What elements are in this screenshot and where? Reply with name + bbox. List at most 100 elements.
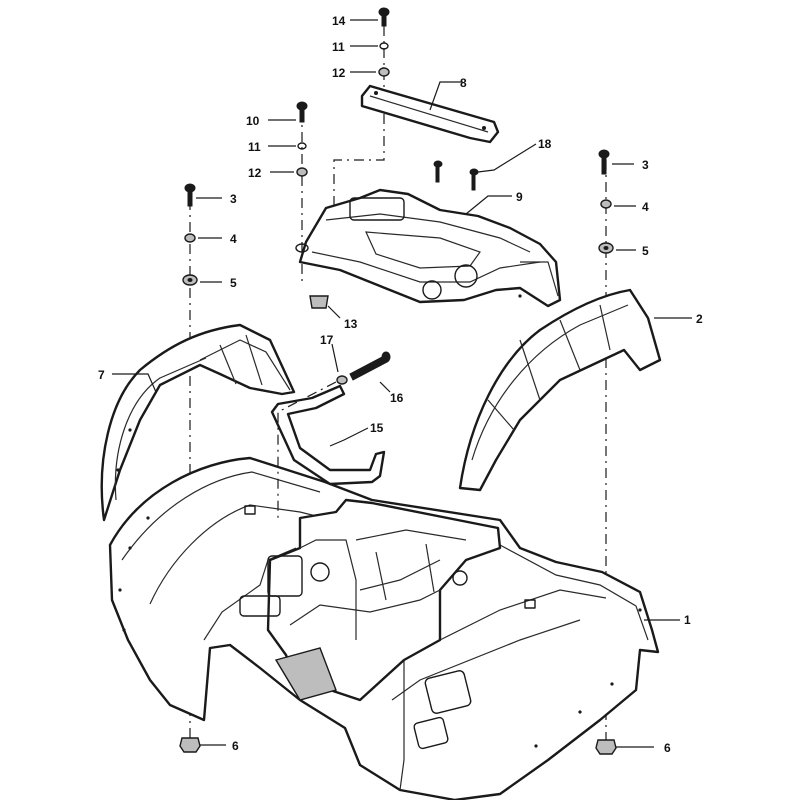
lock-washer-rack xyxy=(297,142,307,150)
fender-rivet xyxy=(578,710,582,714)
callout-3-right: 3 xyxy=(642,158,649,172)
callout-6-left: 6 xyxy=(232,739,239,753)
callout-7: 7 xyxy=(98,368,105,382)
bracket-hole xyxy=(374,91,378,95)
washer-strap xyxy=(336,375,348,385)
nut-left xyxy=(179,737,201,753)
callout-4-left: 4 xyxy=(230,232,237,246)
tray-front-lip xyxy=(311,251,541,283)
flat-washer-rack xyxy=(296,167,308,177)
fender-light-recess-lower xyxy=(413,716,449,750)
washer-hole-right xyxy=(603,246,609,250)
leader-18 xyxy=(477,143,537,173)
callout-18: 18 xyxy=(538,137,552,151)
fender-right-badge xyxy=(524,599,536,609)
fender-rivet xyxy=(122,628,126,632)
left-flap-rib-2 xyxy=(245,334,263,386)
well-inner-rib-1 xyxy=(355,529,467,541)
well-inner-rib-4 xyxy=(425,543,435,593)
fender-rivet xyxy=(534,744,538,748)
fender-left-bumper xyxy=(239,595,281,617)
flat-washer-top xyxy=(378,67,390,77)
well-inner-front xyxy=(289,589,441,626)
fender-rivet xyxy=(128,546,132,550)
lock-washer-top xyxy=(379,42,389,50)
callout-2: 2 xyxy=(696,312,703,326)
tray-handle-pad xyxy=(349,197,405,221)
lock-washer-right xyxy=(600,199,612,209)
fender-left-vent xyxy=(267,555,303,597)
callout-8: 8 xyxy=(460,76,467,90)
fender-left-wing-edge xyxy=(121,471,321,561)
callout-12-top: 12 xyxy=(332,66,346,80)
right-flap-rib-2 xyxy=(559,319,581,371)
right-flap-body xyxy=(458,288,662,492)
flap-rivet xyxy=(128,428,132,432)
fender-right-wing-edge xyxy=(499,544,649,641)
leader-7 xyxy=(112,373,157,393)
callout-15: 15 xyxy=(370,421,384,435)
bolt-strap xyxy=(349,351,391,381)
callout-9: 9 xyxy=(516,190,523,204)
fender-left-inner-edge xyxy=(149,504,341,605)
nut-right xyxy=(595,739,617,755)
left-flap-inner xyxy=(199,339,291,391)
fender-light-recess-upper xyxy=(424,670,472,714)
right-flap-edge xyxy=(471,304,629,461)
callout-14: 14 xyxy=(332,14,346,28)
right-flap-rib-3 xyxy=(599,304,611,351)
callout-11-rack: 11 xyxy=(248,140,261,154)
well-fill-cap xyxy=(310,562,330,582)
leader-16 xyxy=(379,381,391,393)
grommet-nut xyxy=(309,295,329,309)
fender-rivet xyxy=(118,588,122,592)
fender-left-badge xyxy=(244,505,256,515)
tray-cup-right xyxy=(454,264,478,288)
bracket-hole xyxy=(482,126,486,130)
left-flap-edge xyxy=(114,357,207,501)
tray-rivet xyxy=(518,294,522,298)
leader-9 xyxy=(465,195,512,215)
bolt-small-left xyxy=(433,160,443,183)
callout-1: 1 xyxy=(684,613,691,627)
rear-fender-main xyxy=(108,456,660,800)
callout-6-right: 6 xyxy=(664,741,671,755)
well-inner-rib-3 xyxy=(375,551,387,601)
callout-12-rack: 12 xyxy=(248,166,262,180)
fender-rivet xyxy=(610,682,614,686)
well-inner-rib-2 xyxy=(359,559,441,591)
fender-rivet xyxy=(146,516,150,520)
bolt-rack xyxy=(296,101,308,123)
tray-hole xyxy=(295,243,309,253)
tray-cup-left xyxy=(422,280,442,300)
callout-5-left: 5 xyxy=(230,276,237,290)
bolt-left xyxy=(184,183,196,207)
bolt-small-right xyxy=(469,168,479,191)
fender-right-lower-edge xyxy=(391,619,581,701)
callout-10: 10 xyxy=(246,114,260,128)
storage-tray xyxy=(298,188,562,308)
storage-tray-body xyxy=(298,188,562,308)
callout-3-left: 3 xyxy=(230,192,237,206)
callout-17: 17 xyxy=(320,333,334,347)
callout-4-right: 4 xyxy=(642,200,649,214)
tray-top-face xyxy=(325,213,531,253)
left-flap-rib-1 xyxy=(219,344,237,385)
fender-storage-well xyxy=(266,498,502,702)
bracket-bar-edge xyxy=(369,95,489,133)
washer-hole-left xyxy=(187,278,193,282)
lock-washer-left xyxy=(184,233,196,243)
well-inner-left xyxy=(299,539,357,640)
right-flap-rib-1 xyxy=(519,339,541,401)
well-fill-cap-right xyxy=(452,570,468,586)
leader-13 xyxy=(327,305,341,319)
left-fender-flap xyxy=(100,323,296,522)
callout-13: 13 xyxy=(344,317,358,331)
flap-rivet xyxy=(116,468,120,472)
bolt-right xyxy=(598,149,610,175)
callout-5-right: 5 xyxy=(642,244,649,258)
strap-bolt-centerline xyxy=(277,381,337,520)
well-floor xyxy=(274,647,337,701)
hold-down-strap xyxy=(270,384,386,486)
